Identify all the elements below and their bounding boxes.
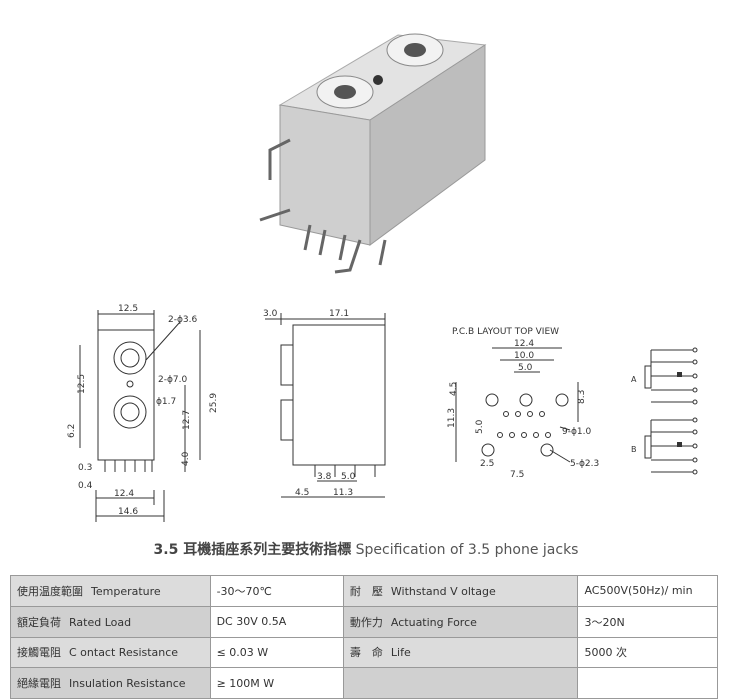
- front-dim-pin-gap-b: 0.4: [78, 481, 93, 491]
- front-dim-pin-gap-a: 0.3: [78, 463, 92, 473]
- pcb-dim-right-v: 8.3: [577, 390, 587, 404]
- spec-label-en: Rated Load: [69, 615, 132, 629]
- spec-label2-cn: 耐 壓: [349, 584, 383, 598]
- side-dim-bottom-left: 4.5: [295, 488, 309, 498]
- spec-value: ≤ 0.03 W: [216, 645, 269, 659]
- front-dim-left-upper: 12.5: [77, 374, 87, 394]
- pcb-dim-w2: 10.0: [514, 351, 534, 361]
- schematic-drawing: A B: [631, 347, 698, 475]
- front-dim-height-mid: 12.7: [182, 410, 192, 430]
- front-dim-hole-small: ϕ1.7: [156, 397, 176, 407]
- product-photo: [259, 33, 487, 274]
- pcb-dim-bottom-a: 2.5: [480, 459, 494, 469]
- front-dim-top: 12.5: [118, 304, 138, 314]
- schematic-label-a: A: [631, 375, 637, 384]
- spec-label-en: C ontact Resistance: [69, 646, 179, 660]
- spec-row: 接觸電阻 C ontact Resistance ≤ 0.03 W 壽 命 Life 50…: [10, 636, 718, 669]
- spec-value2: AC500V(50Hz)/ min: [584, 584, 693, 598]
- spec-cell: 耐 壓 Withstand V oltage: [342, 575, 579, 607]
- pcb-dim-mid-v: 5.0: [475, 419, 485, 434]
- pcb-dim-left-b: 11.3: [447, 408, 457, 428]
- spec-cell: -30～70℃: [209, 575, 344, 607]
- spec-cell: [577, 667, 718, 699]
- spec-cell: 絕緣電阻 Insulation Resistance: [10, 667, 211, 699]
- spec-value: ≥ 100M W: [216, 676, 275, 690]
- spec-table: 使用温度範圍 Temperature -30～70℃ 耐 壓 Withstand V o…: [10, 575, 718, 699]
- side-view-drawing: 3.0 17.1 3.8 5.0 4.5 11.3: [263, 309, 386, 498]
- spec-row: 絕緣電阻 Insulation Resistance ≥ 100M W: [10, 667, 718, 699]
- pcb-dim-w3: 5.0: [518, 363, 533, 373]
- spec-caption: 3.5 耳機插座系列主要技術指標 Specification of 3.5 ph…: [0, 539, 732, 559]
- spec-row: 額定負荷 Rated Load DC 30V 0.5A 動作力 Actuating Fo…: [10, 605, 718, 638]
- spec-cell: 接觸電阻 C ontact Resistance: [10, 636, 211, 669]
- side-dim-top-left: 3.0: [263, 309, 278, 319]
- side-dim-top-width: 17.1: [329, 309, 349, 319]
- front-dim-left-lower: 6.2: [67, 424, 77, 438]
- front-dim-height-pin: 4.0: [181, 451, 191, 466]
- pcb-dim-small-holes: 9-ϕ1.0: [562, 427, 591, 437]
- spec-value2: 5000 次: [584, 646, 627, 660]
- spec-cell: 動作力 Actuating Force: [342, 605, 579, 638]
- spec-cell: AC500V(50Hz)/ min: [577, 575, 718, 607]
- pcb-title: P.C.B LAYOUT TOP VIEW: [452, 327, 559, 337]
- side-dim-pin-b: 5.0: [341, 472, 356, 482]
- spec-cell: ≤ 0.03 W: [209, 636, 344, 669]
- spec-label2-en: Life: [390, 646, 411, 660]
- pcb-dim-w1: 12.4: [514, 339, 534, 349]
- spec-cell: DC 30V 0.5A: [209, 605, 344, 638]
- spec-label-cn: 絕緣電阻: [17, 677, 61, 691]
- spec-cell: 3～20N: [577, 605, 718, 638]
- spec-cell: 5000 次: [577, 636, 718, 669]
- spec-cell: [342, 667, 579, 699]
- pcb-dim-left-a: 4.5: [449, 382, 459, 396]
- pcb-dim-bottom-b: 7.5: [510, 470, 524, 480]
- front-dim-height-total: 25.9: [209, 393, 219, 413]
- front-dim-hole-large: 2-ϕ3.6: [168, 315, 197, 325]
- spec-row: 使用温度範圍 Temperature -30～70℃ 耐 壓 Withstand V o…: [10, 575, 718, 607]
- spec-label-cn: 接觸電阻: [17, 646, 61, 660]
- spec-label-cn: 使用温度範圍: [17, 584, 83, 598]
- schematic-label-b: B: [631, 445, 637, 454]
- spec-cell: ≥ 100M W: [209, 667, 344, 699]
- spec-cell: 壽 命 Life: [342, 636, 579, 669]
- front-dim-hole-mid: 2-ϕ7.0: [158, 375, 187, 385]
- spec-label-cn: 額定負荷: [17, 615, 61, 629]
- caption-en: Specification of 3.5 phone jacks: [355, 542, 579, 558]
- side-dim-pin-a: 3.8: [317, 472, 332, 482]
- spec-value: DC 30V 0.5A: [216, 615, 287, 629]
- pcb-layout-drawing: P.C.B LAYOUT TOP VIEW 12.4 10.0 5.0 4.5 …: [447, 327, 599, 480]
- spec-label2-cn: 動作力: [349, 615, 383, 629]
- caption-cn: 3.5 耳機插座系列主要技術指標: [153, 542, 352, 558]
- spec-value: -30～70℃: [216, 584, 272, 598]
- spec-label2-en: Actuating Force: [390, 615, 477, 629]
- spec-label2-cn: 壽 命: [349, 646, 383, 660]
- pcb-dim-large-holes: 5-ϕ2.3: [570, 459, 599, 469]
- front-dim-bottom-outer: 14.6: [118, 507, 138, 517]
- spec-cell: 額定負荷 Rated Load: [10, 605, 211, 638]
- spec-value2: 3～20N: [584, 615, 625, 629]
- side-dim-bottom-width: 11.3: [333, 488, 353, 498]
- front-view-drawing: 12.5 2-ϕ3.6 2-ϕ7.0 ϕ1.7 12.5 6.2 25.9 12…: [67, 304, 219, 522]
- front-dim-bottom-inner: 12.4: [114, 489, 134, 499]
- spec-label2-en: Withstand V oltage: [390, 584, 496, 598]
- spec-label-en: Temperature: [91, 584, 161, 598]
- spec-cell: 使用温度範圍 Temperature: [10, 575, 211, 607]
- spec-label-en: Insulation Resistance: [69, 677, 186, 691]
